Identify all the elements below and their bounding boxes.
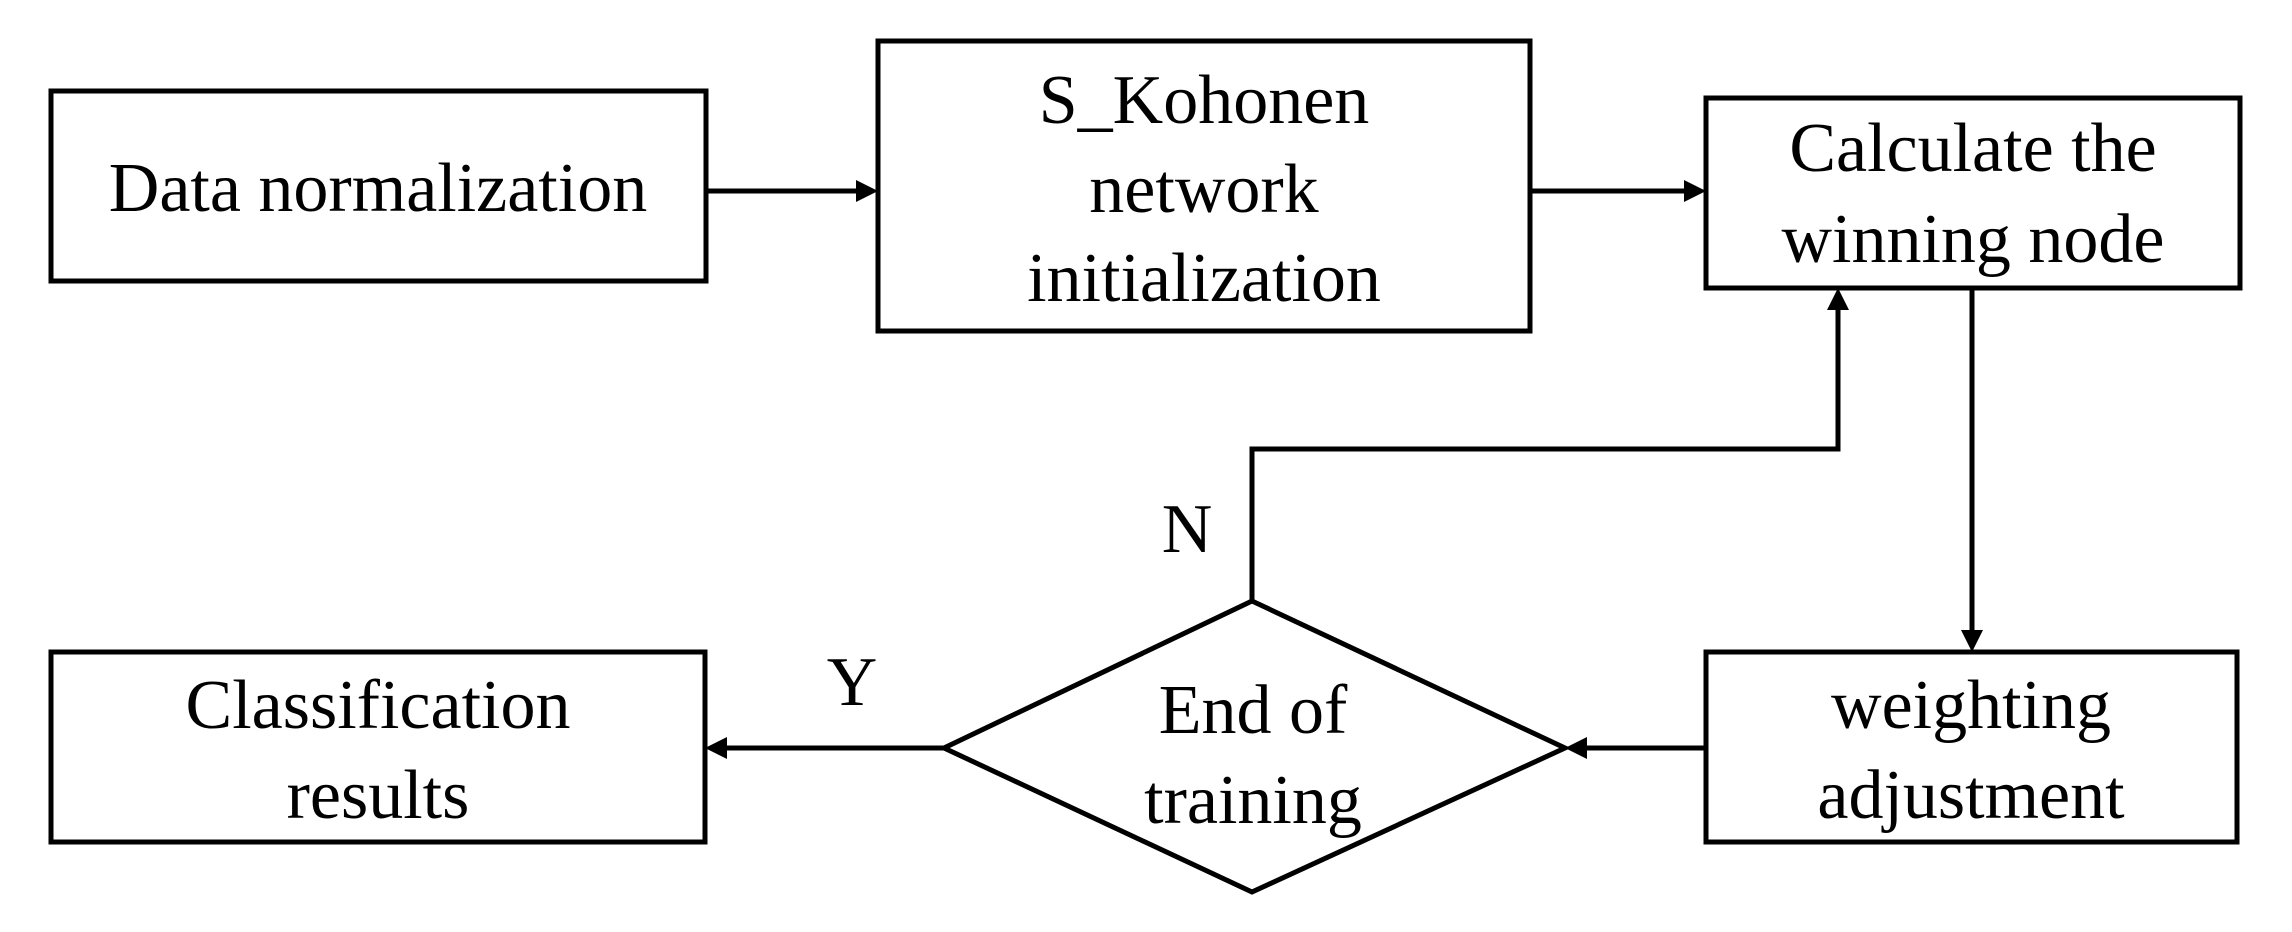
arrowhead-right: [856, 180, 878, 202]
edge-end-to-classification-yes: [705, 737, 944, 759]
node-data-normalization-label: Data normalization: [109, 150, 647, 227]
node-kohonen-init-box: [875, 38, 1533, 334]
node-weighting-adjustment: weighting adjustment: [1703, 649, 2240, 845]
arrowhead-up: [1827, 288, 1849, 310]
node-classification-results-line-2: results: [287, 757, 470, 834]
node-data-normalization: Data normalization: [48, 88, 709, 284]
arrowhead-left: [705, 737, 727, 759]
node-end-of-training-diamond: [938, 598, 1571, 895]
node-kohonen-init: S_Kohonen network initialization: [875, 38, 1533, 334]
arrowhead-right: [1684, 180, 1706, 202]
node-winning-node-line-1: Calculate the: [1789, 110, 2156, 187]
arrowhead-down: [1961, 630, 1983, 652]
edge-init-to-winning: [1530, 180, 1706, 202]
node-kohonen-init-line-2: network: [1089, 151, 1318, 228]
node-data-normalization-box: [48, 88, 709, 284]
node-classification-results: Classification results: [48, 649, 708, 845]
node-weighting-adjustment-line-2: adjustment: [1817, 757, 2125, 834]
node-weighting-adjustment-box: [1703, 649, 2240, 845]
node-winning-node-line-2: winning node: [1781, 201, 2164, 278]
node-end-of-training: End of training: [938, 598, 1571, 895]
node-end-of-training-line-2: training: [1144, 762, 1362, 839]
edge-label-no: N: [1162, 491, 1213, 568]
node-winning-node-box: [1703, 95, 2243, 291]
edge-label-yes: Y: [827, 644, 878, 721]
node-end-of-training-line-1: End of: [1159, 672, 1348, 749]
node-kohonen-init-line-1: S_Kohonen: [1039, 62, 1370, 139]
node-kohonen-init-line-3: initialization: [1027, 240, 1381, 317]
edge-normalization-to-init: [706, 180, 878, 202]
node-winning-node: Calculate the winning node: [1703, 95, 2243, 291]
arrowhead-left: [1565, 737, 1587, 759]
node-weighting-adjustment-line-1: weighting: [1831, 667, 2111, 744]
node-classification-results-box: [48, 649, 708, 845]
edge-end-to-winning-no: [1249, 288, 1849, 601]
edge-winning-to-weighting: [1961, 288, 1983, 652]
edge-weighting-to-end: [1565, 737, 1706, 759]
node-classification-results-line-1: Classification: [186, 667, 571, 744]
